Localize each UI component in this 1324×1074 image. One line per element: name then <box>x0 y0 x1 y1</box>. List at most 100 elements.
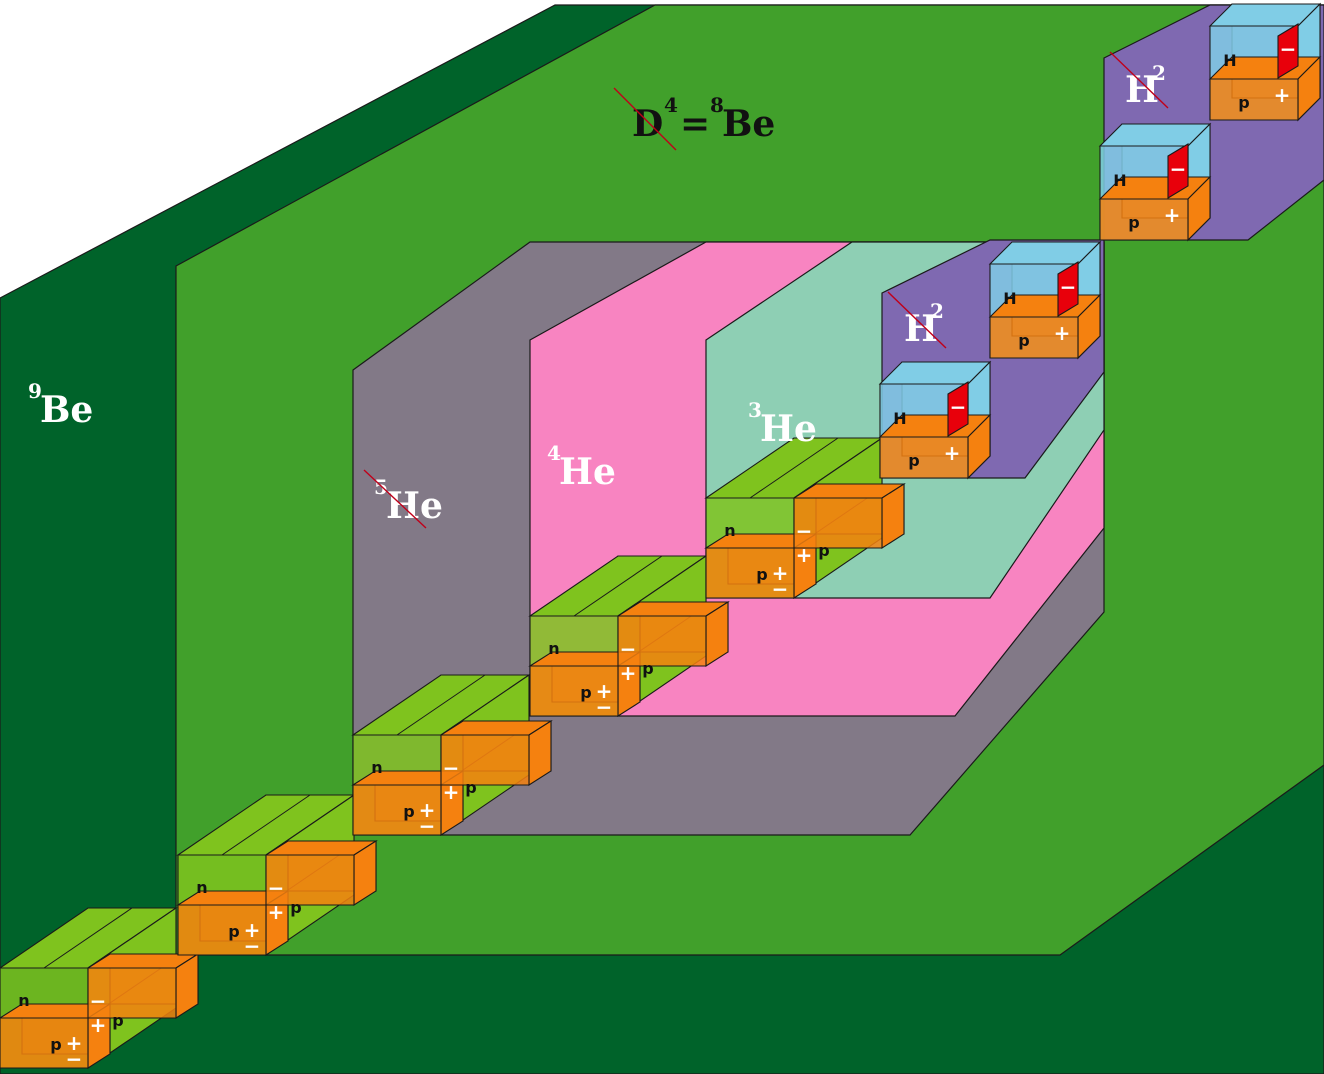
plus-sign-low-2: + <box>244 918 261 942</box>
he4-label: 4 He <box>547 441 616 493</box>
electron-2 <box>1057 261 1079 317</box>
h2-upper-main: H <box>1125 69 1159 111</box>
proton-label-high-3: p <box>465 778 476 797</box>
minus-sign-high-1: − <box>90 989 107 1013</box>
plus-sign-low-5: + <box>772 561 789 585</box>
np-block-3: np+−p+− <box>351 673 553 838</box>
proton-label-low-1: p <box>50 1035 61 1054</box>
h-proton-label-4: p <box>1238 93 1249 112</box>
minus-sign-low-3: − <box>419 814 436 838</box>
d4-strike <box>613 87 677 151</box>
proton-high-3-front <box>440 734 530 786</box>
proton-low-4-front <box>529 665 619 717</box>
d4-main: D <box>632 103 663 145</box>
electron-sign-3: − <box>1170 157 1187 181</box>
proton-label-low-2: p <box>228 922 239 941</box>
plus-sign-high-2: + <box>268 900 285 924</box>
neutron-label-4: n <box>548 639 559 658</box>
h-proton-sign-4: + <box>1274 83 1291 107</box>
minus-sign-high-3: − <box>443 756 460 780</box>
proton-low-5-front <box>705 547 795 599</box>
h-proton-sign-1: + <box>944 441 961 465</box>
proton-label-high-5: p <box>818 541 829 560</box>
he5-label: 5 He <box>363 469 443 529</box>
h-block-3: H−p+ <box>1098 122 1212 242</box>
be9-main: Be <box>40 389 93 431</box>
proton-high-4-front <box>617 615 707 667</box>
h2-lower-label: H 2 <box>887 291 947 350</box>
he4-sup: 4 <box>547 441 561 465</box>
he5-main: He <box>386 485 443 527</box>
minus-sign-low-5: − <box>772 577 789 601</box>
h2-lower-sup: 2 <box>930 299 944 323</box>
plus-sign-high-3: + <box>443 780 460 804</box>
proton-label-high-1: p <box>112 1011 123 1030</box>
proton-high-1-front <box>87 967 177 1019</box>
h-proton-label-3: p <box>1128 213 1139 232</box>
proton-label-low-3: p <box>403 802 414 821</box>
plus-sign-high-5: + <box>796 543 813 567</box>
h-block-2: H−p+ <box>988 240 1102 360</box>
electron-1 <box>947 381 969 437</box>
he3-sup: 3 <box>748 398 762 422</box>
plus-sign-low-3: + <box>419 798 436 822</box>
plus-sign-low-4: + <box>596 679 613 703</box>
minus-sign-low-2: − <box>244 934 261 958</box>
np-block-5: np+−p+− <box>704 436 906 601</box>
h-block-1: H − p + <box>878 360 992 480</box>
minus-sign-low-4: − <box>596 695 613 719</box>
d4-sup: 4 <box>664 93 678 117</box>
electron-3 <box>1167 143 1189 199</box>
he5-strike <box>363 469 427 529</box>
equals-sign: = <box>680 103 710 145</box>
electron-sign-4: − <box>1280 37 1297 61</box>
h-label-4: H <box>1223 51 1236 70</box>
minus-sign-high-2: − <box>268 876 285 900</box>
electron-4 <box>1277 23 1299 79</box>
proton-label-high-4: p <box>642 659 653 678</box>
he3-main: He <box>760 408 817 450</box>
minus-sign-high-5: − <box>796 519 813 543</box>
proton-label-high-2: p <box>290 898 301 917</box>
np-block-4: np+−p+− <box>528 554 730 719</box>
h-label-2: H <box>1003 289 1016 308</box>
electron-sign-2: − <box>1060 275 1077 299</box>
he5-sup: 5 <box>374 475 388 499</box>
h2-lower-main: H <box>904 308 938 350</box>
proton-label-low-5: p <box>756 565 767 584</box>
proton-low-1-front <box>0 1017 89 1069</box>
proton-high-2-front <box>265 854 355 906</box>
d4-be8-label: D 4 = 8 Be <box>613 87 775 151</box>
neutron-label-1: n <box>18 991 29 1010</box>
h-proton-label-2: p <box>1018 331 1029 350</box>
proton-low-3-front <box>352 784 442 836</box>
be9-label: 9 Be <box>28 379 93 431</box>
he4-main: He <box>559 451 616 493</box>
h-label-1: H <box>893 409 906 428</box>
neutron-label-5: n <box>724 521 735 540</box>
h2-upper-label: H 2 <box>1109 51 1169 111</box>
h-block-4: H − p + <box>1208 2 1322 122</box>
minus-sign-low-1: − <box>66 1047 83 1071</box>
np-block-1: np+−p+− <box>0 906 200 1071</box>
plus-sign-low-1: + <box>66 1031 83 1055</box>
h-proton-label-1: p <box>908 451 919 470</box>
electron-sign-1: − <box>950 395 967 419</box>
proton-high-5-front <box>793 497 883 549</box>
proton-label-low-4: p <box>580 683 591 702</box>
plus-sign-high-4: + <box>620 661 637 685</box>
be8-sup: 8 <box>710 93 724 117</box>
h2-upper-strike <box>1109 51 1169 109</box>
plus-sign-high-1: + <box>90 1013 107 1037</box>
proton-low-2-front <box>177 904 267 956</box>
h-proton-3-front <box>1099 198 1189 241</box>
be8-main: Be <box>722 103 775 145</box>
h-proton-4-front <box>1209 78 1299 121</box>
he3-label: 3 He <box>748 398 817 450</box>
h-label-3: H <box>1113 171 1126 190</box>
minus-sign-high-4: − <box>620 637 637 661</box>
h2-upper-sup: 2 <box>1152 61 1166 85</box>
h-proton-2-front <box>989 316 1079 359</box>
